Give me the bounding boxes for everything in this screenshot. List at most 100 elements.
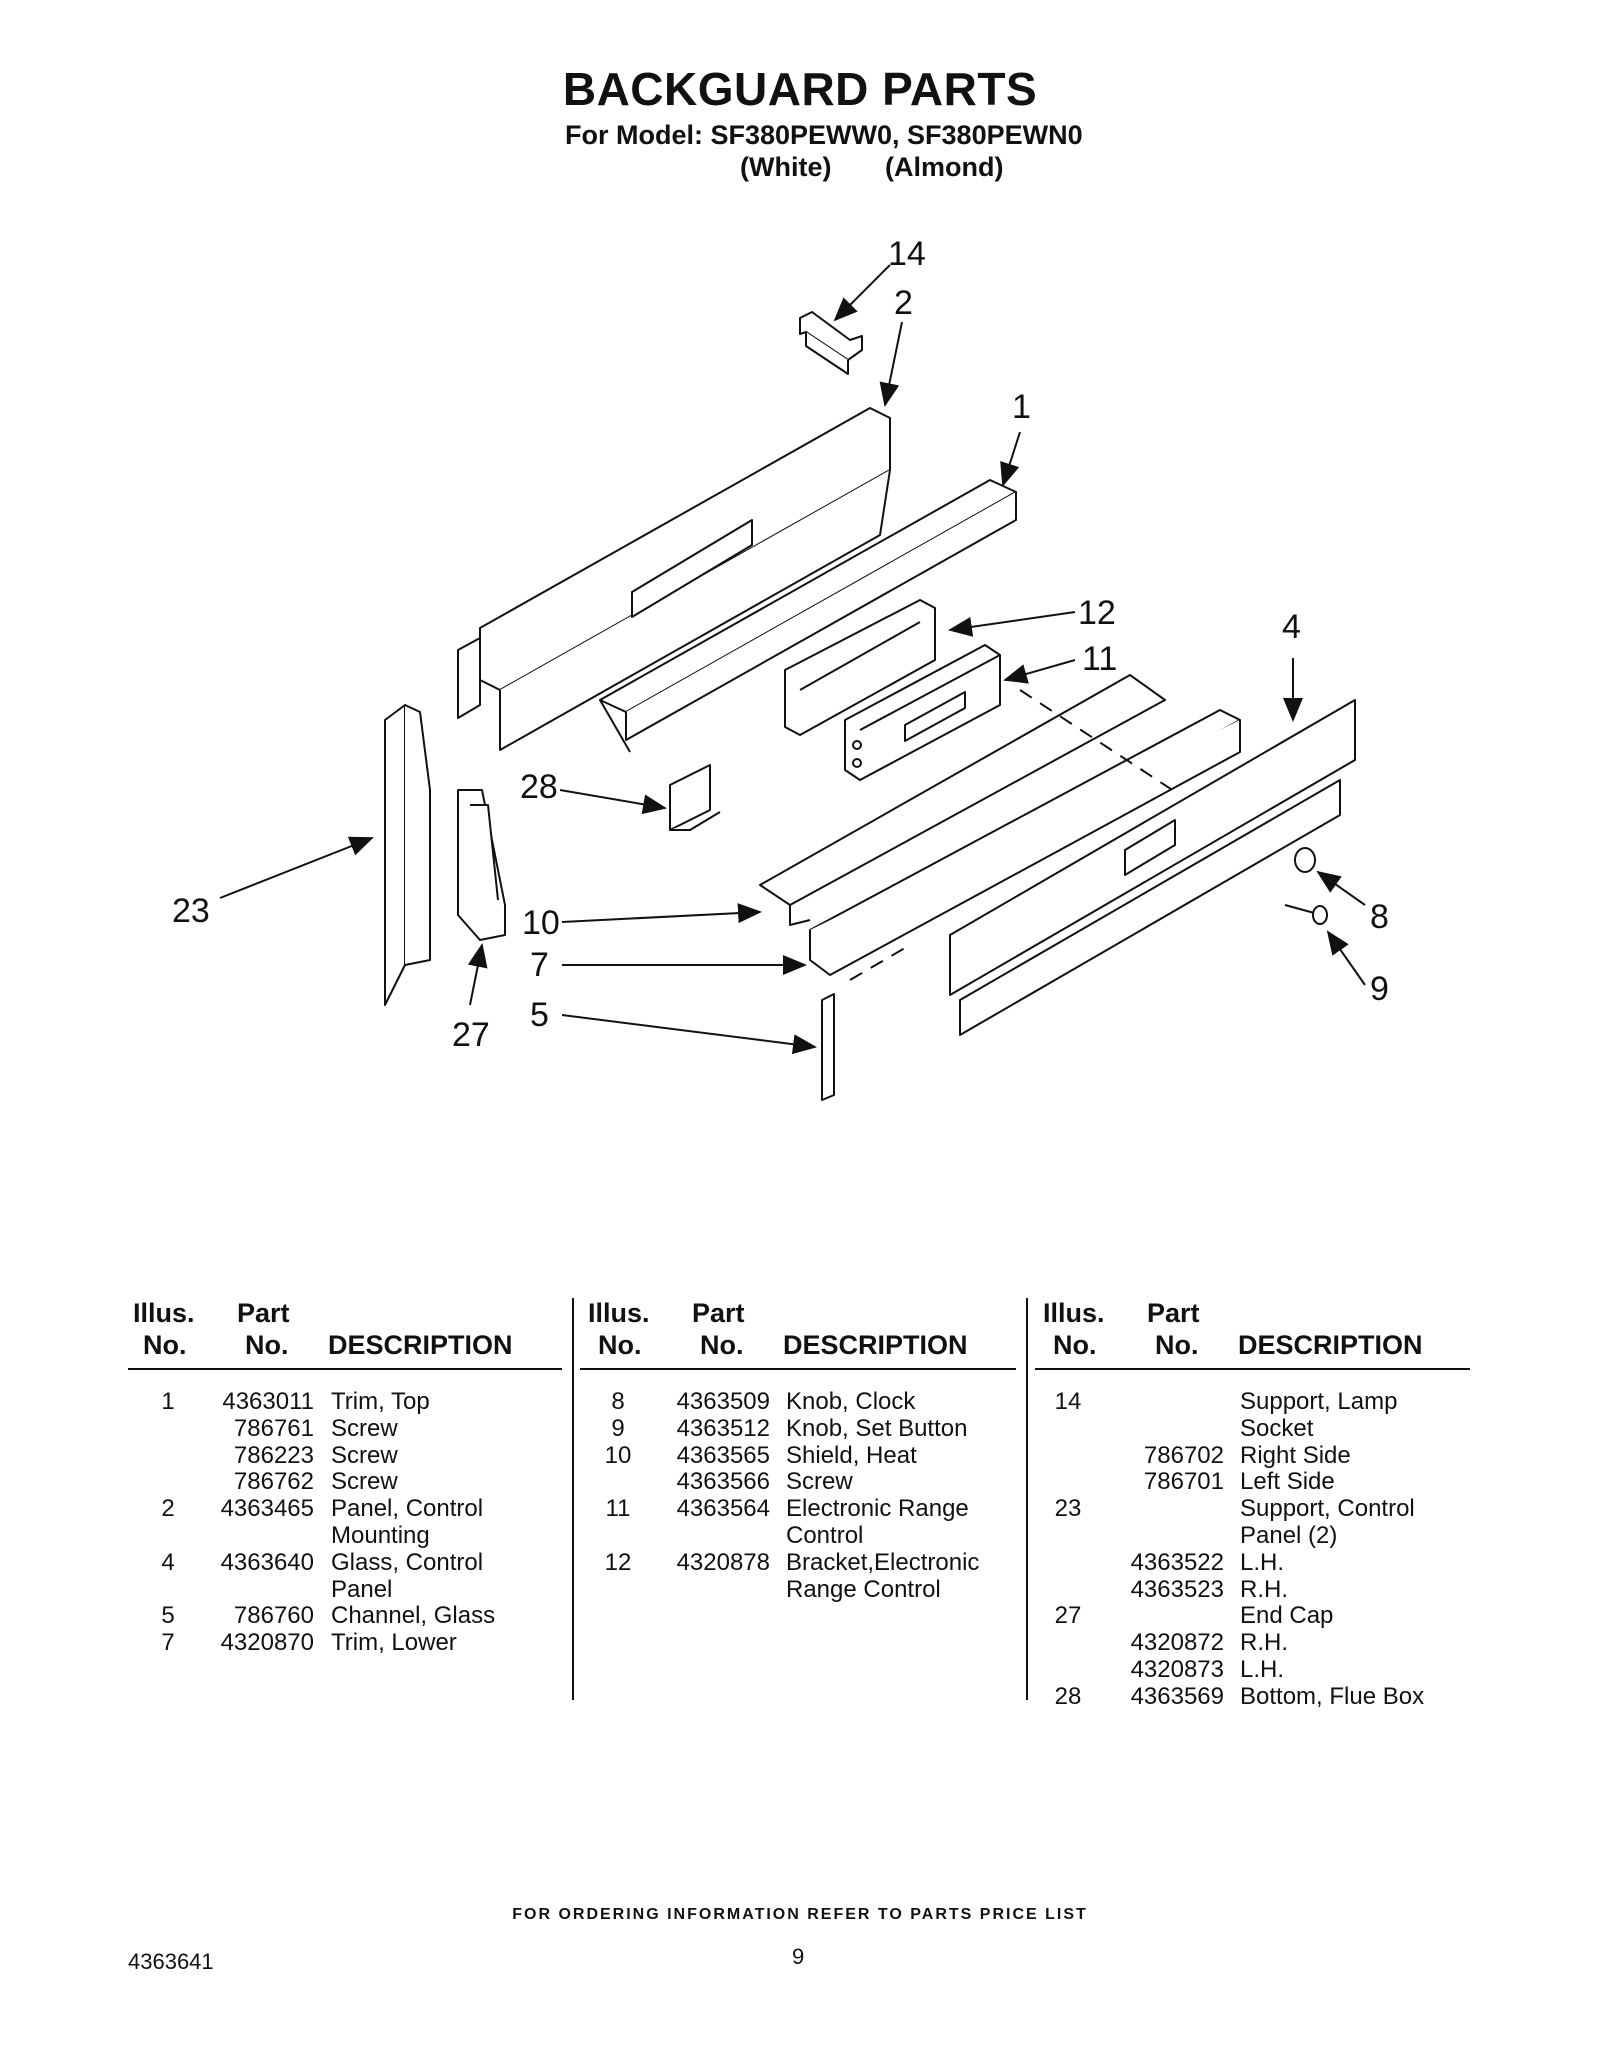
description-cell: Socket — [1240, 1414, 1314, 1442]
description-cell: Electronic Range — [786, 1495, 969, 1523]
page-title: BACKGUARD PARTS — [562, 63, 1038, 115]
header-part-no-1: No. — [245, 1330, 289, 1360]
description-cell: Glass, Control — [331, 1548, 484, 1576]
illus-no-cell: 7 — [161, 1629, 175, 1657]
description-cell: Shield, Heat — [786, 1441, 917, 1469]
header-part-2: Part — [692, 1298, 745, 1328]
description-cell: Range Control — [786, 1575, 941, 1603]
callout-2: 2 — [894, 284, 913, 322]
description-cell: Panel — [331, 1575, 393, 1603]
part-no-cell: 4363465 — [220, 1495, 314, 1523]
callout-28: 28 — [520, 768, 558, 806]
illus-no-cell: 5 — [161, 1602, 175, 1630]
callout-7: 7 — [530, 946, 549, 984]
header-part-no-3: No. — [1155, 1330, 1199, 1360]
part-no-cell: 4363564 — [676, 1495, 770, 1523]
part-no-cell: 786762 — [233, 1468, 314, 1496]
description-cell: Mounting — [331, 1522, 430, 1549]
part-no-cell: 4363569 — [1130, 1682, 1224, 1710]
part-no-cell: 786760 — [233, 1602, 314, 1630]
header-rule-2 — [580, 1368, 1016, 1370]
part-5-glass-channel — [821, 993, 835, 1101]
callout-1: 1 — [1012, 388, 1031, 426]
callout-11: 11 — [1082, 640, 1117, 678]
part-7-lower-trim — [809, 709, 1241, 976]
part-10-heat-shield — [759, 674, 1166, 926]
description-cell: End Cap — [1240, 1602, 1334, 1630]
part-no-cell: 4320872 — [1130, 1629, 1224, 1657]
part-no-cell: 786761 — [233, 1414, 314, 1442]
callout-10: 10 — [522, 904, 560, 942]
header-desc-1: DESCRIPTION — [328, 1330, 513, 1360]
part-8-knob-clock — [1294, 847, 1316, 873]
description-cell: Right Side — [1240, 1441, 1351, 1469]
part-23-control-support — [384, 704, 431, 1006]
ordering-note: FOR ORDERING INFORMATION REFER TO PARTS … — [512, 1906, 1088, 1923]
description-cell: Trim, Top — [331, 1388, 430, 1415]
description-cell: R.H. — [1240, 1629, 1288, 1657]
color-white-label: (White) — [740, 152, 832, 182]
document-number: 4363641 — [128, 1949, 214, 1974]
description-cell: Trim, Lower — [331, 1629, 457, 1657]
description-cell: Support, Lamp — [1240, 1388, 1398, 1415]
header-rule-1 — [128, 1368, 562, 1370]
header-rule-3 — [1035, 1368, 1470, 1370]
header-illus-no-3: No. — [1053, 1330, 1097, 1360]
header-illus-1: Illus. — [133, 1298, 195, 1328]
header-desc-2: DESCRIPTION — [783, 1330, 968, 1360]
header-illus-2: Illus. — [588, 1298, 650, 1328]
color-almond-label: (Almond) — [885, 152, 1004, 182]
part-no-cell: 4363512 — [676, 1414, 770, 1442]
part-2-control-panel — [457, 407, 891, 751]
callout-23: 23 — [172, 892, 210, 930]
header-illus-no-2: No. — [598, 1330, 642, 1360]
description-cell: Knob, Set Button — [786, 1414, 968, 1442]
part-no-cell: 4320878 — [676, 1548, 770, 1576]
description-cell: Bottom, Flue Box — [1240, 1682, 1425, 1710]
illus-no-cell: 14 — [1054, 1388, 1082, 1415]
part-9-knob-set — [1284, 904, 1328, 925]
part-28-flue-box — [669, 764, 721, 831]
part-no-cell: 4320870 — [220, 1629, 314, 1657]
callout-4: 4 — [1282, 608, 1301, 646]
illus-no-cell: 28 — [1054, 1682, 1082, 1710]
exploded-parts-diagram: 14 2 1 12 11 4 28 23 10 7 5 27 8 9 — [172, 235, 1389, 1101]
part-1-top-trim — [599, 479, 1017, 753]
part-no-cell: 4320873 — [1130, 1656, 1224, 1683]
callout-27: 27 — [452, 1016, 490, 1054]
part-no-cell: 786223 — [233, 1441, 314, 1469]
illus-no-cell: 8 — [611, 1388, 625, 1415]
part-no-cell: 4363523 — [1130, 1575, 1224, 1603]
model-subtitle: For Model: SF380PEWW0, SF380PEWN0 — [565, 120, 1083, 150]
header-illus-3: Illus. — [1043, 1298, 1105, 1328]
column-divider-1 — [572, 1298, 574, 1700]
part-no-cell: 4363566 — [676, 1468, 770, 1496]
description-cell: Channel, Glass — [331, 1602, 496, 1630]
header-illus-no-1: No. — [143, 1330, 187, 1360]
description-cell: L.H. — [1240, 1548, 1285, 1576]
illus-no-cell: 11 — [605, 1495, 631, 1523]
part-no-cell: 4363509 — [676, 1388, 770, 1415]
header-part-no-2: No. — [700, 1330, 744, 1360]
part-no-cell: 4363522 — [1130, 1548, 1224, 1576]
description-cell: Panel, Control — [331, 1495, 484, 1523]
page-number: 9 — [792, 1944, 805, 1969]
part-no-cell: 4363011 — [222, 1388, 314, 1415]
illus-no-cell: 2 — [161, 1495, 175, 1523]
illus-no-cell: 9 — [611, 1414, 625, 1442]
part-14-lamp-support — [799, 311, 863, 375]
description-cell: Support, Control — [1240, 1495, 1415, 1523]
column-divider-2 — [1026, 1298, 1028, 1700]
part-no-cell: 786701 — [1143, 1468, 1224, 1496]
description-cell: Screw — [331, 1468, 398, 1496]
header-part-3: Part — [1147, 1298, 1200, 1328]
description-cell: Screw — [331, 1414, 398, 1442]
callout-5: 5 — [530, 996, 549, 1034]
description-cell: Knob, Clock — [786, 1388, 916, 1415]
illus-no-cell: 12 — [604, 1548, 632, 1576]
part-no-cell: 4363565 — [676, 1441, 770, 1469]
illus-no-cell: 23 — [1054, 1495, 1082, 1523]
description-cell: Bracket,Electronic — [786, 1548, 980, 1576]
description-cell: Screw — [331, 1441, 398, 1469]
description-cell: R.H. — [1240, 1575, 1288, 1603]
